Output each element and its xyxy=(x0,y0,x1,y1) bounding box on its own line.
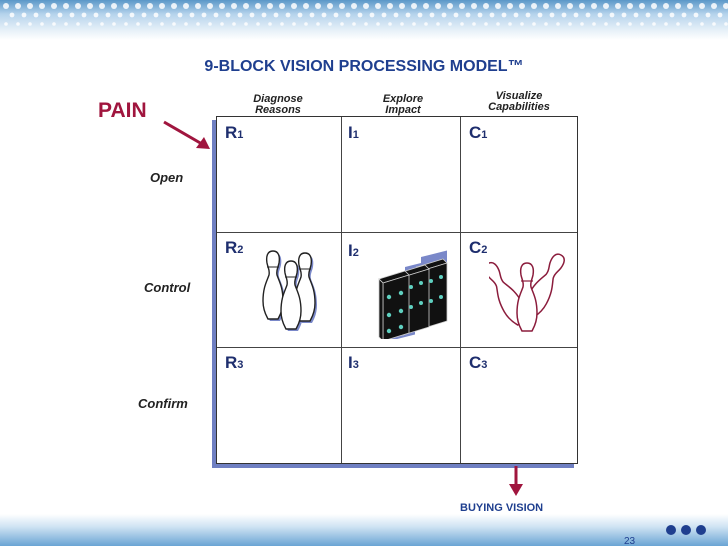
pain-arrow-icon xyxy=(163,120,210,149)
grid-divider xyxy=(460,117,461,463)
buying-vision-arrow-icon xyxy=(509,466,523,496)
page-number: 23 xyxy=(624,536,636,547)
grid-divider xyxy=(217,347,577,348)
grid-divider xyxy=(341,117,342,463)
row-label-confirm: Confirm xyxy=(138,396,188,411)
cell-i3: I3 xyxy=(348,353,359,372)
header-dot-pattern xyxy=(3,3,728,26)
grid-divider xyxy=(217,232,577,233)
bowling-pins-falling-icon xyxy=(489,249,569,332)
cell-i2: I2 xyxy=(348,241,359,260)
dominoes-icon xyxy=(378,250,448,339)
cell-c2: C2 xyxy=(469,238,488,257)
cell-r2: R2 xyxy=(225,238,244,257)
row-label-control: Control xyxy=(144,280,191,295)
cell-c3: C3 xyxy=(469,353,488,372)
footer-bar xyxy=(0,514,728,546)
cell-c1: C1 xyxy=(469,123,488,142)
nav-dots-icon[interactable] xyxy=(664,523,709,537)
bowling-pins-icon xyxy=(262,250,317,331)
buying-vision-label: BUYING VISION xyxy=(460,502,544,514)
row-label-open: Open xyxy=(150,170,184,185)
pain-label: PAIN xyxy=(98,99,147,122)
slide-title: 9-BLOCK VISION PROCESSING MODEL™ xyxy=(204,58,524,75)
nine-block-grid: R1 I1 C1 R2 I2 C2 R3 I3 C3 xyxy=(216,116,578,464)
cell-r3: R3 xyxy=(225,353,244,372)
cell-r1: R1 xyxy=(225,123,244,142)
cell-i1: I1 xyxy=(348,123,359,142)
